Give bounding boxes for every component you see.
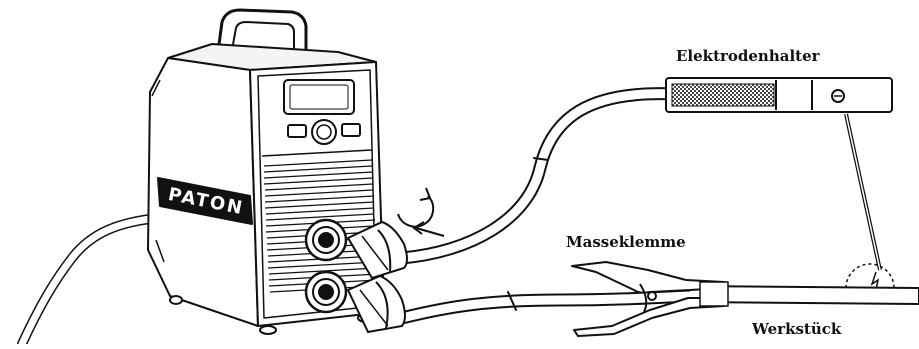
left-button <box>287 124 307 138</box>
cable-plug-top <box>346 220 408 280</box>
electrode-cable <box>395 87 683 265</box>
rotation-arrow-icon <box>397 187 435 228</box>
cable-plug-bottom <box>346 274 406 334</box>
output-socket-top <box>304 218 348 262</box>
brand-plate <box>157 177 253 225</box>
welding-machine <box>147 8 385 335</box>
output-socket-bottom <box>304 270 348 314</box>
electrode-holder-label: Elektrodenhalter <box>676 47 820 65</box>
ground-clamp <box>571 261 729 337</box>
electrode-holder <box>665 77 895 291</box>
right-button <box>341 123 361 137</box>
workpiece-label: Werkstück <box>752 320 842 338</box>
insert-arrow-icon <box>412 221 445 237</box>
workpiece-plate <box>689 285 919 306</box>
arc-glow <box>845 263 895 289</box>
ground-clamp-label: Masseklemme <box>566 233 686 251</box>
mains-cable <box>17 213 163 349</box>
